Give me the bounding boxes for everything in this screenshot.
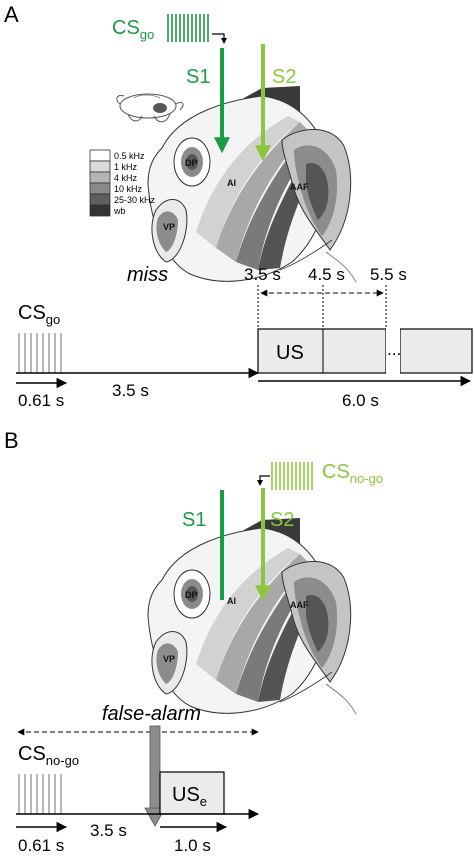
panel-b-region-vp: VP (163, 654, 175, 664)
panel-a-cs-label: CSgo (112, 17, 154, 42)
legend-label: 1 kHz (114, 162, 138, 172)
panel-b-s1-label: S1 (182, 509, 206, 531)
panel-a-region-aaf: AAF (290, 182, 309, 192)
panel-a-us-block-continued (399, 328, 473, 374)
panel-a-timeline-cs-ticks (18, 333, 62, 373)
panel-b-timeline-cs-ticks (18, 774, 62, 814)
panel-b-s2-label: S2 (270, 509, 294, 531)
panel-b-response-arrow-shaft (149, 725, 161, 811)
legend-label: 10 kHz (114, 184, 143, 194)
panel-a-letter: A (4, 2, 19, 27)
panel-a-s1-label: S1 (186, 66, 210, 88)
panel-a-us-label: US (276, 342, 304, 364)
panel-b-cs-label: CSno-go (322, 461, 383, 486)
panel-a-region-vp: VP (163, 222, 175, 232)
panel-a-cortex-map: DP AI AAF VP (147, 86, 357, 283)
legend-swatch (89, 149, 111, 162)
legend-swatch (89, 193, 111, 206)
panel-a-us-duration: 6.0 s (342, 391, 379, 410)
panel-a-continuation: ... (387, 340, 401, 359)
panel-b-region-ai: AI (227, 596, 236, 606)
panel-b-letter: B (4, 428, 19, 453)
panel-b-region-aaf: AAF (290, 600, 309, 610)
panel-a-us-gap (386, 327, 400, 375)
panel-b-us-duration: 1.0 s (174, 836, 211, 855)
panel-a-time-t2: 4.5 s (308, 265, 345, 284)
legend-label: 4 kHz (114, 173, 138, 183)
panel-a-region-ai: AI (227, 178, 236, 188)
panel-a-cs-tick-train (167, 14, 209, 42)
panel-a-time-t3: 5.5 s (370, 265, 407, 284)
panel-a-delay: 3.5 s (112, 381, 149, 400)
panel-b-cs-duration: 0.61 s (18, 836, 64, 855)
panel-b-outcome-label: false-alarm (102, 703, 201, 725)
panel-a-outcome-label: miss (127, 264, 168, 286)
panel-a-time-t1: 3.5 s (244, 265, 281, 284)
legend-swatch (89, 171, 111, 184)
panel-b-cortex-map: DP AI AAF VP (147, 518, 357, 715)
panel-b-region-dp: DP (185, 590, 198, 600)
panel-b-us-block (159, 771, 225, 815)
panel-b: B CSno-go DP AI AAF VP (4, 428, 383, 855)
panel-b-cs-pointer-head (257, 480, 263, 486)
panel-a-timeline-cs-label: CSgo (18, 302, 60, 327)
legend-swatch (89, 204, 111, 217)
legend-swatch (89, 182, 111, 195)
panel-b-delay: 3.5 s (90, 821, 127, 840)
panel-a-cs-pointer-head (221, 38, 227, 44)
legend-label: 25-30 kHz (114, 195, 156, 205)
panel-b-cs-tick-train (271, 462, 313, 490)
legend-swatch (89, 160, 111, 173)
panel-b-us-label: USe (172, 784, 207, 809)
panel-a-cs-duration: 0.61 s (18, 391, 64, 410)
mouse-brain-icon (116, 93, 184, 123)
panel-b-timeline-cs-label: CSno-go (18, 743, 79, 768)
panel-a-region-dp: DP (185, 158, 198, 168)
legend-label: 0.5 kHz (114, 151, 145, 161)
legend-label: wb (113, 206, 126, 216)
panel-a-s2-label: S2 (272, 66, 296, 88)
panel-a: A CSgo (4, 2, 473, 410)
